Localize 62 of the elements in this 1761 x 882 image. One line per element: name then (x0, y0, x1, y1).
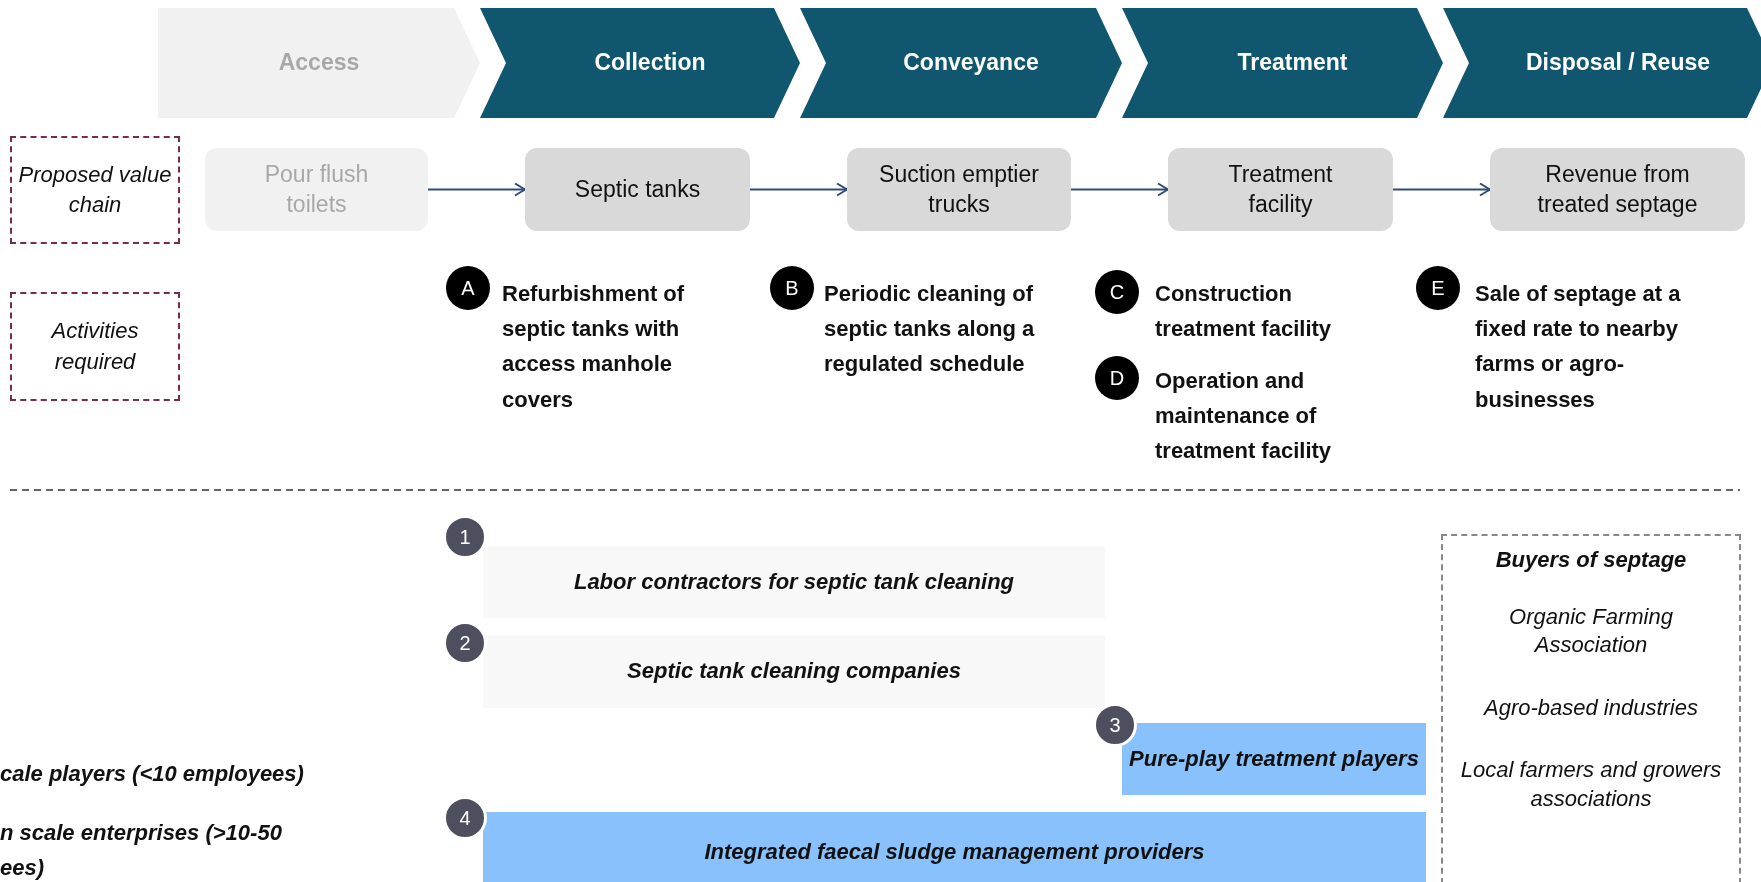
node-label: Revenue from treated septage (1536, 159, 1699, 219)
chevron-step (158, 8, 480, 118)
node-label: Proposed value chain (17, 160, 173, 219)
label-box (10, 292, 180, 401)
arrow (1070, 182, 1169, 197)
letter-badge (770, 266, 814, 310)
letter-badge (446, 266, 490, 310)
node-label: Septic tanks (573, 174, 702, 204)
letter-badge (1416, 266, 1460, 310)
node-label: Septic tank cleaning companies (627, 657, 961, 686)
arrow (749, 182, 848, 197)
badge-label: 3 (1109, 713, 1121, 738)
category-bar (1122, 723, 1426, 795)
chevron-step (800, 8, 1122, 118)
badge-label: B (785, 276, 799, 301)
badge-label: E (1431, 276, 1445, 301)
buyer-item: Agro-based industries (1484, 693, 1698, 722)
badge-label: 2 (459, 631, 471, 656)
node-label: Access (278, 48, 360, 78)
process-box (525, 148, 750, 231)
process-box (1490, 148, 1745, 231)
letter-badge (1095, 356, 1139, 400)
arrow (427, 182, 526, 197)
category-bar (483, 635, 1105, 708)
badge-label: A (461, 276, 475, 301)
letter-badge (1095, 270, 1139, 314)
activity-text: Refurbishment of septic tanks with access manhole covers (502, 280, 686, 414)
badge-label: 4 (459, 806, 471, 831)
activity-text: Sale of septage at a fixed rate to nearby farms or agro-businesses (1475, 280, 1682, 414)
process-box (847, 148, 1071, 231)
node-label: Treatment facility (1227, 159, 1334, 219)
node-label: Pour flush toilets (263, 159, 370, 219)
chevron-step (1122, 8, 1443, 118)
activity-text: Periodic cleaning of septic tanks along a regulated schedule (824, 280, 1036, 379)
chevron-step (1443, 8, 1761, 118)
node-label: Activities required (49, 317, 140, 376)
node-label: Collection (594, 48, 706, 78)
node-label: Disposal / Reuse (1525, 48, 1711, 78)
buyers-box (1441, 534, 1741, 882)
badge-label: C (1109, 280, 1125, 305)
arrow (1392, 182, 1491, 197)
legend-text: cale players (<10 employees) (0, 760, 305, 788)
category-bar (483, 546, 1105, 618)
node-label: Conveyance (903, 48, 1039, 78)
label-box (10, 136, 180, 244)
node-label: Integrated faecal sludge management providers (704, 837, 1205, 866)
process-box (1168, 148, 1393, 231)
node-label: Pure-play treatment players (1129, 744, 1419, 773)
box-heading: Buyers of septage (1495, 546, 1687, 574)
chevron-step (480, 8, 800, 118)
node-label: Labor contractors for septic tank cleaning (573, 567, 1015, 596)
category-bar (483, 812, 1426, 882)
node-label: Suction emptier trucks (878, 159, 1040, 219)
badge-label: D (1109, 366, 1125, 391)
badge-label: 1 (459, 525, 471, 550)
node-label: Treatment (1237, 48, 1348, 78)
legend-text: n scale enterprises (>10-50 ees) (0, 819, 283, 882)
process-box (205, 148, 428, 231)
buyer-item: Local farmers and growers associations (1459, 756, 1723, 813)
activity-text: Operation and maintenance of treatment facility (1155, 367, 1333, 466)
activity-text: Construction treatment facility (1155, 280, 1333, 344)
buyer-item: Organic Farming Association (1508, 602, 1674, 660)
